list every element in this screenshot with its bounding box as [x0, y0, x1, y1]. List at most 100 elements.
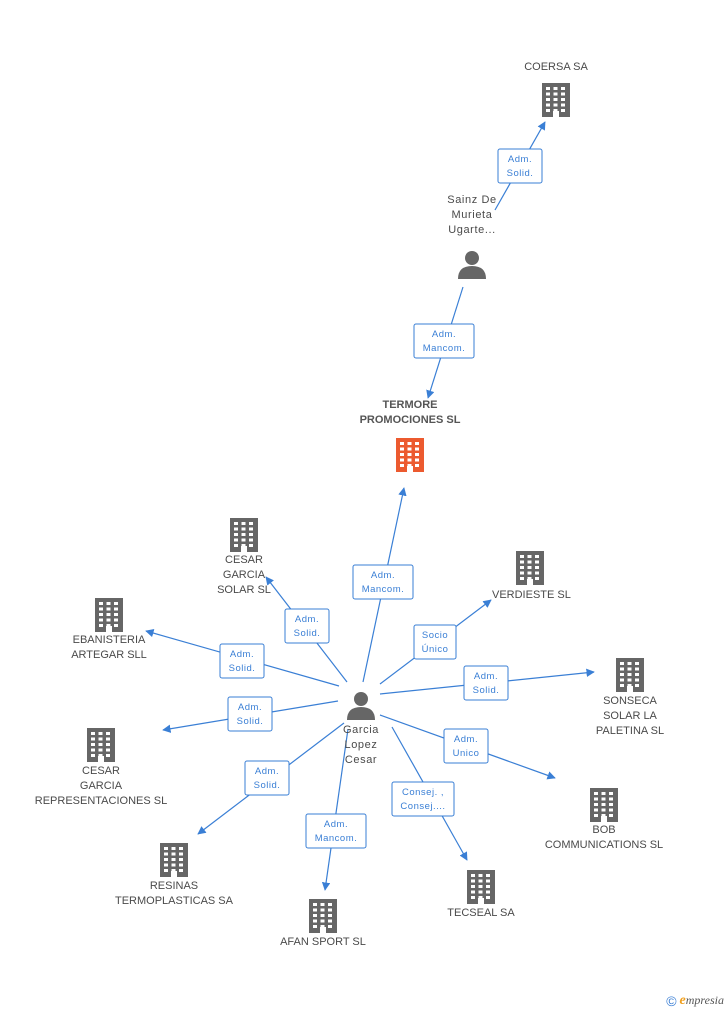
node-label: CESAR	[225, 554, 263, 566]
company-node-afan[interactable]: AFAN SPORT SL	[280, 899, 366, 948]
role-badge[interactable]: Adm. Solid.	[244, 760, 290, 796]
node-label: ARTEGAR SLL	[71, 649, 147, 661]
company-node-cesar-repr[interactable]: CESAR GARCIA REPRESENTACIONES SL	[35, 728, 167, 807]
edge-garcia-tecseal: Consej. , Consej....	[391, 726, 468, 861]
role-label: Solid.	[294, 628, 321, 639]
node-label: GARCIA	[80, 780, 123, 792]
node-label: PROMOCIONES SL	[360, 414, 461, 426]
company-node-ebanisteria[interactable]: EBANISTERIA ARTEGAR SLL	[71, 598, 147, 661]
company-node-sonseca[interactable]: SONSECA SOLAR LA PALETINA SL	[596, 658, 664, 737]
role-label: Adm.	[371, 570, 395, 581]
role-badge[interactable]: Adm.Solid.	[284, 608, 330, 644]
role-badge[interactable]: Adm. Mancom.	[352, 564, 414, 600]
edge-garcia-termore: Adm. Mancom.	[352, 487, 414, 683]
node-label: SOLAR LA	[603, 710, 657, 722]
node-label: COERSA SA	[524, 61, 588, 73]
role-badge[interactable]: Adm.Solid.	[219, 643, 265, 679]
building-icon	[95, 598, 123, 632]
role-label: Solid.	[254, 780, 281, 791]
edge-garcia-afan: Adm.Mancom.	[305, 728, 367, 891]
building-icon	[87, 728, 115, 762]
node-label: Cesar	[345, 754, 377, 766]
node-label: SOLAR SL	[217, 584, 271, 596]
role-label: Adm.	[324, 819, 348, 830]
building-icon	[309, 899, 337, 933]
company-node-resinas[interactable]: RESINAS TERMOPLASTICAS SA	[115, 843, 234, 907]
role-badge[interactable]: Consej. , Consej....	[391, 781, 455, 817]
company-node-verdieste[interactable]: VERDIESTE SL	[492, 551, 571, 601]
building-icon	[516, 551, 544, 585]
role-label: Adm.	[508, 154, 532, 165]
role-label: Consej....	[400, 801, 445, 812]
edge-garcia-ebanisteria: Adm.Solid.	[145, 629, 340, 687]
copyright-icon: ©	[666, 993, 677, 1009]
node-label: PALETINA SL	[596, 725, 664, 737]
brand-logo[interactable]: empresia	[679, 993, 724, 1008]
company-node-cesar-solar[interactable]: CESAR GARCIA SOLAR SL	[217, 518, 271, 596]
role-label: Unico	[453, 748, 480, 759]
node-label: TECSEAL SA	[447, 907, 515, 919]
role-badge[interactable]: Adm.Mancom.	[413, 323, 475, 359]
role-label: Solid.	[507, 168, 534, 179]
person-icon	[458, 251, 486, 279]
node-label: BOB	[592, 824, 615, 836]
node-label: SONSECA	[603, 695, 657, 707]
role-label: Adm.	[454, 734, 478, 745]
role-label: Adm.	[238, 702, 262, 713]
building-icon	[230, 518, 258, 552]
company-node-bob[interactable]: BOB COMMUNICATIONS SL	[545, 788, 663, 851]
node-label: CESAR	[82, 765, 120, 777]
node-label: EBANISTERIA	[73, 634, 146, 646]
node-label: Murieta	[452, 209, 493, 221]
footer-brand: © empresia	[666, 993, 724, 1009]
building-icon	[467, 870, 495, 904]
role-badge[interactable]: Adm.Solid.	[463, 665, 509, 701]
building-icon	[590, 788, 618, 822]
role-label: Solid.	[229, 663, 256, 674]
node-label: TERMORE	[383, 399, 438, 411]
role-badge[interactable]: Adm. Solid.	[497, 148, 543, 184]
node-label: Garcia	[343, 724, 379, 736]
edge-sainz-termore: Adm.Mancom.	[413, 286, 475, 399]
building-icon	[542, 83, 570, 117]
person-icon	[347, 692, 375, 720]
node-label: RESINAS	[150, 880, 198, 892]
building-icon	[616, 658, 644, 692]
node-label: Lopez	[345, 739, 378, 751]
edge-garcia-sonseca: Adm.Solid.	[379, 665, 595, 701]
company-node-termore[interactable]: TERMORE PROMOCIONES SL	[360, 399, 461, 472]
node-label: AFAN SPORT SL	[280, 936, 366, 948]
node-label: GARCIA	[223, 569, 266, 581]
person-node-sainz[interactable]: Sainz De MurietaUgarte...	[447, 194, 496, 279]
edge-line	[321, 728, 349, 891]
role-label: Solid.	[237, 716, 264, 727]
node-label: TERMOPLASTICAS SA	[115, 895, 234, 907]
role-label: Mancom.	[362, 584, 405, 595]
company-node-tecseal[interactable]: TECSEAL SA	[447, 870, 515, 919]
node-label: Sainz De	[447, 194, 496, 206]
node-label: REPRESENTACIONES SL	[35, 795, 167, 807]
edge-garcia-resinas: Adm. Solid.	[197, 722, 345, 835]
node-label: Ugarte...	[448, 224, 496, 236]
role-badge[interactable]: Adm.Mancom.	[305, 813, 367, 849]
role-badge[interactable]: Adm. Solid.	[227, 696, 273, 732]
building-icon	[160, 843, 188, 877]
role-badge[interactable]: Adm. Unico	[443, 728, 489, 764]
role-label: Consej. ,	[402, 787, 444, 798]
building-icon	[396, 438, 424, 472]
edge-garcia-cesarsolar: Adm.Solid.	[265, 576, 348, 683]
company-node-coersa[interactable]: COERSA SA	[524, 61, 588, 117]
edge-garcia-bob: Adm. Unico	[379, 714, 556, 780]
edge-sainz-coersa: Adm. Solid.	[494, 121, 546, 211]
edges-layer: Adm. Solid. Adm. Mancom. Adm. Mancom. Adm. Soli…	[145, 121, 595, 891]
role-label: Único	[422, 644, 449, 655]
role-label: Mancom.	[423, 343, 466, 354]
node-label: COMMUNICATIONS SL	[545, 839, 663, 851]
node-label: VERDIESTE SL	[492, 589, 571, 601]
role-label: Adm.	[255, 766, 279, 777]
role-label: Socio	[422, 630, 448, 641]
